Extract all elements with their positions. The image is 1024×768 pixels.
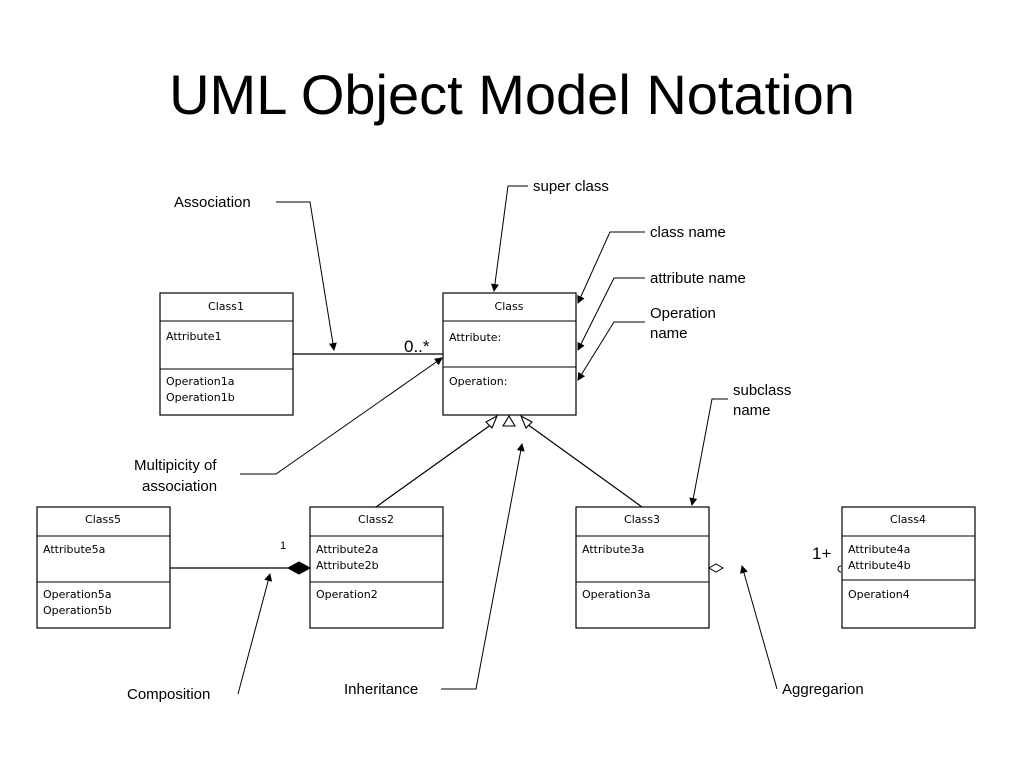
- class-attr-class: Attribute:: [449, 331, 501, 344]
- association-multiplicity: 0..*: [404, 337, 430, 356]
- class-attr-class2a: Attribute2a: [316, 543, 378, 556]
- inheritance-triangle-left: [485, 414, 499, 429]
- class-attr-class1: Attribute1: [166, 330, 222, 343]
- label-super-class: super class: [533, 178, 609, 195]
- label-attribute-name: attribute name: [650, 270, 746, 287]
- pointer-composition: [237, 573, 273, 695]
- aggregation-stub: [837, 565, 842, 573]
- label-subclass-name-2: name: [733, 402, 771, 419]
- class-op-class4: Operation4: [848, 588, 910, 601]
- class-box-class4[interactable]: Class4 Attribute4a Attribute4b Operation…: [841, 506, 976, 629]
- pointer-super-class: [490, 185, 528, 292]
- inheritance-line-class3: [526, 423, 643, 508]
- class-op-class5a: Operation5a: [43, 588, 111, 601]
- inheritance-triangle-right: [519, 414, 533, 429]
- label-inheritance: Inheritance: [344, 681, 418, 698]
- pointer-class-name: [577, 231, 645, 304]
- pointer-inheritance: [441, 443, 525, 690]
- class-op-class1a: Operation1a: [166, 375, 234, 388]
- class-name-class4: Class4: [890, 513, 926, 526]
- class-attr-class4b: Attribute4b: [848, 559, 911, 572]
- pointer-operation-name: [577, 321, 645, 381]
- pointer-multiplicity: [240, 357, 443, 475]
- label-multiplicity-1: Multipicity of: [134, 457, 217, 474]
- class-op-class1b: Operation1b: [166, 391, 235, 404]
- class-box-class[interactable]: Class Attribute: Operation:: [442, 292, 577, 416]
- inheritance-line-class2: [375, 423, 493, 508]
- class-op-class: Operation:: [449, 375, 507, 388]
- class-box-class2[interactable]: Class2 Attribute2a Attribute2b Operation…: [309, 506, 444, 629]
- class-op-class3: Operation3a: [582, 588, 650, 601]
- label-aggregation: Aggregarion: [782, 681, 864, 698]
- composition-diamond: [286, 561, 312, 575]
- label-subclass-name-1: subclass: [733, 382, 791, 399]
- class-box-class5[interactable]: Class5 Attribute5a Operation5a Operation…: [36, 506, 171, 629]
- label-association: Association: [174, 194, 251, 211]
- class-box-class3[interactable]: Class3 Attribute3a Operation3a: [575, 506, 710, 629]
- class-name-class: Class: [495, 300, 524, 313]
- label-multiplicity-2: association: [142, 478, 217, 495]
- pointer-aggregation: [740, 565, 778, 690]
- inheritance-triangle-middle: [502, 414, 516, 427]
- class-name-class1: Class1: [208, 300, 244, 313]
- aggregation-diamond: [707, 563, 725, 573]
- class-name-class3: Class3: [624, 513, 660, 526]
- label-composition: Composition: [127, 686, 210, 703]
- class-attr-class4a: Attribute4a: [848, 543, 910, 556]
- label-operation-name-1: Operation: [650, 305, 716, 322]
- class-box-class1[interactable]: Class1 Attribute1 Operation1a Operation1…: [159, 292, 294, 416]
- class-attr-class2b: Attribute2b: [316, 559, 379, 572]
- page-title: UML Object Model Notation: [169, 63, 855, 126]
- class-attr-class3: Attribute3a: [582, 543, 644, 556]
- class-op-class2: Operation2: [316, 588, 378, 601]
- class-name-class5: Class5: [85, 513, 121, 526]
- pointer-association: [276, 201, 337, 351]
- class-attr-class5: Attribute5a: [43, 543, 105, 556]
- class-op-class5b: Operation5b: [43, 604, 112, 617]
- class-name-class2: Class2: [358, 513, 394, 526]
- aggregation-multiplicity: 1+: [812, 544, 831, 563]
- pointer-attribute-name: [577, 277, 645, 351]
- composition-multiplicity: 1: [280, 540, 286, 552]
- label-class-name: class name: [650, 224, 726, 241]
- label-operation-name-2: name: [650, 325, 688, 342]
- pointer-subclass-name: [689, 398, 728, 506]
